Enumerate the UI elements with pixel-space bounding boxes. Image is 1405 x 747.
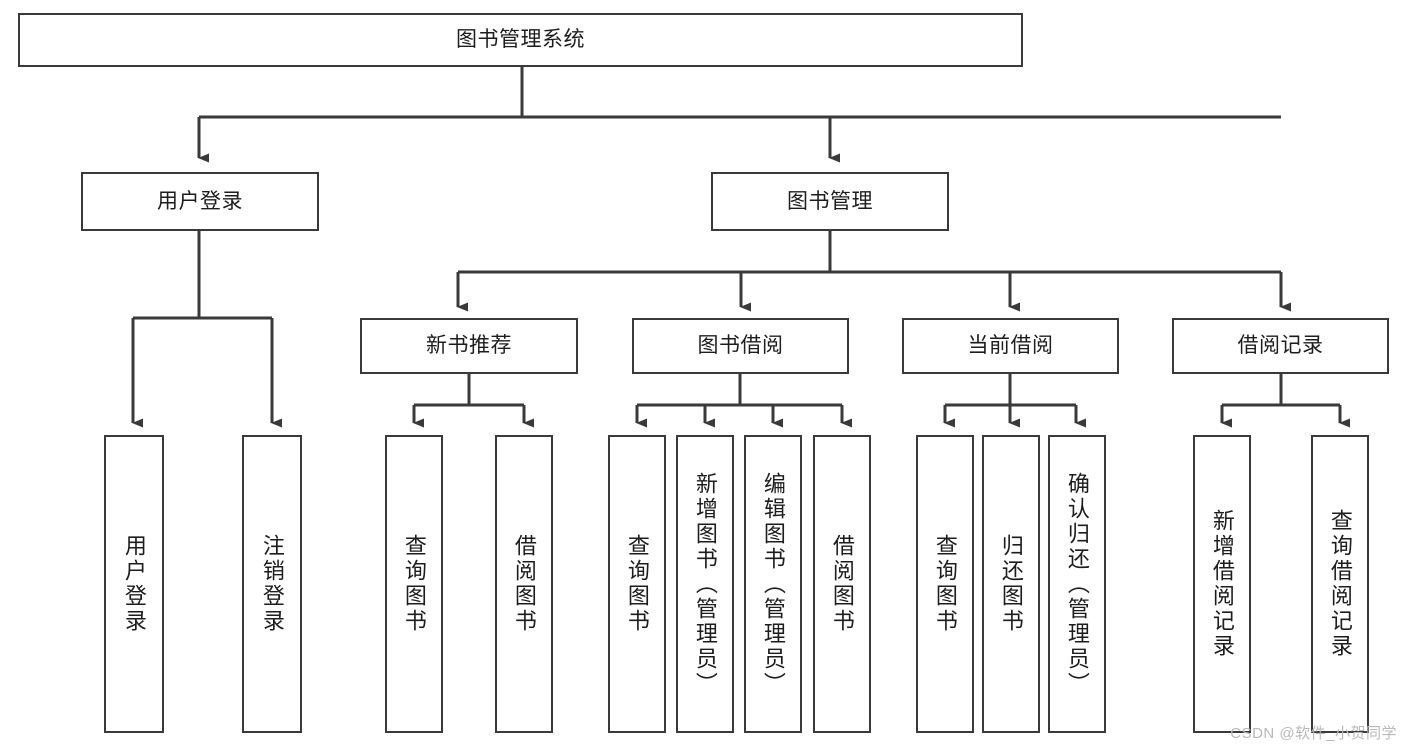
leaf-borrow-query-book-label: 查询图书: [624, 534, 650, 634]
leaf-borrow-add-book-label: 新增图书（管理员）: [692, 471, 718, 697]
node-root-label: 图书管理系统: [456, 28, 585, 52]
leaf-borrow-edit-book-label: 编辑图书（管理员）: [760, 471, 786, 697]
leaf-current-query-book-label: 查询图书: [932, 534, 958, 634]
node-new-book-recommend-label: 新书推荐: [426, 334, 512, 358]
csdn-watermark: CSDN @软件_小贺同学: [1230, 725, 1397, 742]
leaf-user-login-logout[interactable]: 注销登录: [242, 435, 302, 733]
leaf-record-query-record-label: 查询借阅记录: [1327, 509, 1353, 659]
node-book-management[interactable]: 图书管理: [711, 172, 949, 231]
node-root[interactable]: 图书管理系统: [18, 13, 1023, 67]
leaf-record-add-record[interactable]: 新增借阅记录: [1193, 435, 1251, 733]
leaf-borrow-query-book[interactable]: 查询图书: [608, 435, 666, 733]
leaf-current-return-book[interactable]: 归还图书: [982, 435, 1040, 733]
node-current-borrow[interactable]: 当前借阅: [902, 318, 1119, 374]
leaf-user-login-login[interactable]: 用户登录: [104, 435, 164, 733]
leaf-borrow-add-book[interactable]: 新增图书（管理员）: [676, 435, 734, 733]
node-new-book-recommend[interactable]: 新书推荐: [360, 318, 578, 374]
leaf-record-add-record-label: 新增借阅记录: [1209, 509, 1235, 659]
leaf-current-confirm-return-label: 确认归还（管理员）: [1064, 471, 1090, 697]
node-borrow-record-label: 借阅记录: [1237, 334, 1324, 358]
leaf-current-confirm-return[interactable]: 确认归还（管理员）: [1048, 435, 1106, 733]
leaf-current-query-book[interactable]: 查询图书: [916, 435, 974, 733]
node-user-login[interactable]: 用户登录: [81, 172, 319, 231]
leaf-recommend-borrow-book[interactable]: 借阅图书: [495, 435, 553, 733]
leaf-borrow-borrow-book[interactable]: 借阅图书: [813, 435, 871, 733]
leaf-user-login-logout-label: 注销登录: [259, 534, 285, 634]
node-book-borrow-label: 图书借阅: [697, 334, 784, 358]
leaf-user-login-login-label: 用户登录: [121, 534, 147, 634]
node-current-borrow-label: 当前借阅: [967, 334, 1054, 358]
leaf-borrow-edit-book[interactable]: 编辑图书（管理员）: [744, 435, 802, 733]
leaf-record-query-record[interactable]: 查询借阅记录: [1311, 435, 1369, 733]
node-borrow-record[interactable]: 借阅记录: [1172, 318, 1389, 374]
leaf-recommend-query-book[interactable]: 查询图书: [385, 435, 443, 733]
leaf-current-return-book-label: 归还图书: [998, 534, 1024, 634]
node-user-login-label: 用户登录: [157, 189, 243, 213]
node-book-borrow[interactable]: 图书借阅: [632, 318, 849, 374]
node-book-management-label: 图书管理: [787, 189, 873, 213]
leaf-borrow-borrow-book-label: 借阅图书: [829, 534, 855, 634]
leaf-recommend-borrow-book-label: 借阅图书: [511, 534, 537, 634]
leaf-recommend-query-book-label: 查询图书: [401, 534, 427, 634]
